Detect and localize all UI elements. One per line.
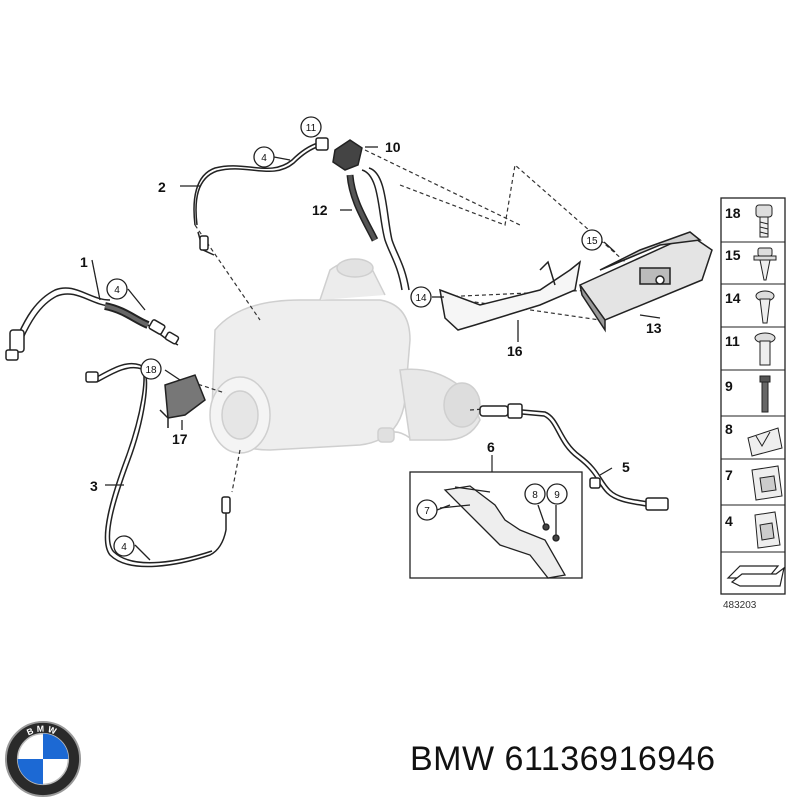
callout-11: 11 [306,123,317,134]
callout-10: 10 [385,139,401,155]
callout-16: 16 [507,343,523,359]
callout-8: 8 [532,490,538,501]
circled-callouts [106,116,603,557]
callout-1: 1 [80,254,88,270]
svg-text:BMW: BMW [25,724,60,738]
panel-label-14: 14 [725,290,741,306]
parts-panel: 18 15 14 11 9 8 7 4 [720,197,786,595]
clip-4-icon [754,511,781,549]
panel-label-9: 9 [725,378,733,394]
callout-4c: 4 [121,542,127,553]
oxygen-sensor-1 [5,287,180,361]
callout-9: 9 [554,490,560,501]
callout-7: 7 [424,506,430,517]
clip-8-icon [747,427,783,457]
panel-label-11: 11 [725,333,740,349]
screw-14-icon [755,290,775,324]
panel-label-4: 4 [725,513,733,529]
sensor-cable-3 [85,363,231,568]
logo-letters: BMW [25,724,57,738]
callout-18: 18 [145,365,157,376]
reference-number: 483203 [723,600,757,611]
callout-17: 17 [172,431,188,447]
oxygen-sensor-5 [479,403,669,511]
callout-4a: 4 [261,153,267,164]
screw-11-icon [754,332,776,366]
stud-9-icon [759,375,771,413]
screw-15-icon [753,247,777,281]
callout-15: 15 [586,236,598,247]
callout-lines [91,146,661,561]
module-bracket-13 [578,231,713,333]
bmw-logo: BMW [4,720,82,798]
brand-part-number: BMW 61136916946 [410,740,716,778]
callout-13: 13 [646,320,662,336]
callout-5: 5 [622,459,630,475]
callout-14: 14 [415,293,427,304]
callout-6: 6 [487,439,495,455]
bracket-16 [439,260,582,331]
sensor-cable-2 [193,137,329,256]
clip-7-icon [751,465,783,501]
callout-3: 3 [90,478,98,494]
group-6 [409,455,583,579]
callout-4b: 4 [114,285,120,296]
callout-2: 2 [158,179,166,195]
bolt-18-icon [755,204,773,238]
direction-arrow-icon [726,565,785,587]
callout-12: 12 [312,202,328,218]
panel-label-15: 15 [725,247,741,263]
panel-label-18: 18 [725,205,741,221]
bracket-17 [159,374,206,428]
panel-label-7: 7 [725,467,733,483]
particulate-filter [209,258,481,454]
pressure-sensor-10 [332,139,410,291]
panel-label-8: 8 [725,421,733,437]
